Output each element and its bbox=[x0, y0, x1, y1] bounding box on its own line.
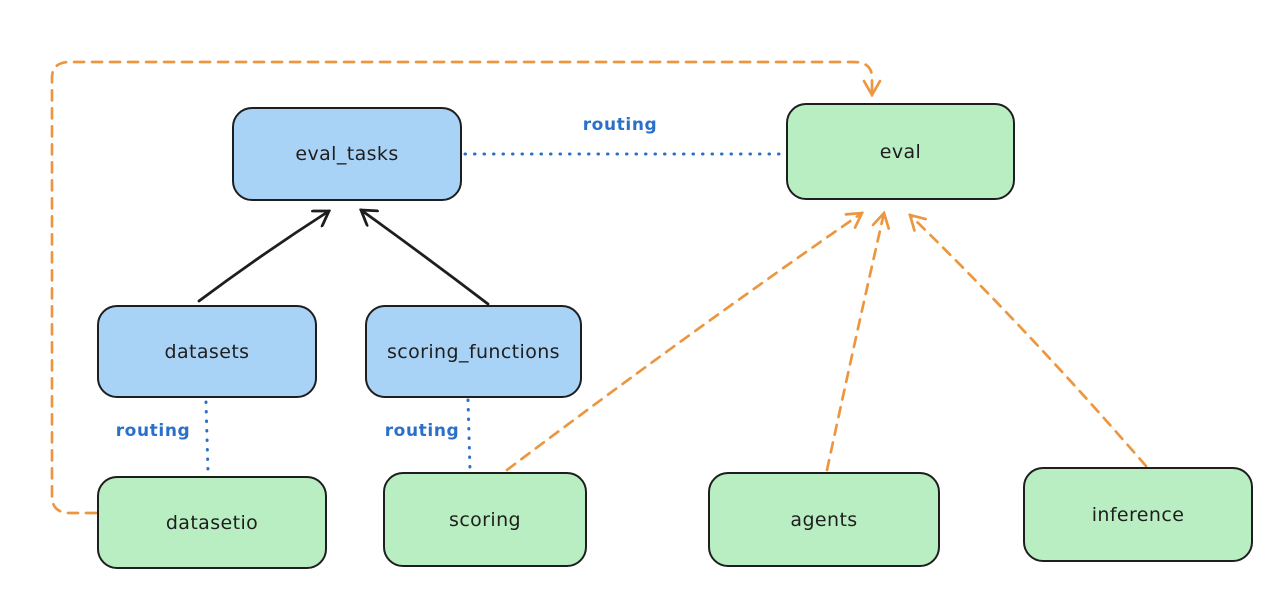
node-eval-label: eval bbox=[879, 140, 922, 163]
edge-datasetio-to-eval bbox=[50, 60, 872, 515]
edge-datasets-to-eval-tasks bbox=[197, 211, 329, 303]
node-inference-label: inference bbox=[1091, 503, 1185, 526]
node-datasetio: datasetio bbox=[97, 476, 327, 569]
node-eval: eval bbox=[786, 103, 1015, 200]
routing-label-datasets-datasetio: routing bbox=[115, 421, 191, 441]
node-scoring-label: scoring bbox=[449, 508, 521, 531]
node-scoring: scoring bbox=[383, 472, 587, 567]
node-eval-tasks: eval_tasks bbox=[232, 107, 462, 201]
edge-scoring-functions-to-scoring-routing bbox=[466, 398, 472, 472]
node-eval-tasks-label: eval_tasks bbox=[295, 143, 399, 165]
node-scoring-functions-label: scoring_functions bbox=[387, 340, 560, 363]
node-inference: inference bbox=[1023, 467, 1253, 562]
node-datasets-label: datasets bbox=[164, 340, 250, 363]
edge-agents-to-eval bbox=[825, 213, 884, 472]
edge-scoring-to-eval bbox=[505, 213, 862, 472]
node-datasets: datasets bbox=[97, 305, 317, 398]
routing-label-scoring-functions-scoring: routing bbox=[384, 421, 460, 441]
node-agents: agents bbox=[708, 472, 940, 567]
edge-datasets-to-datasetio-routing bbox=[204, 400, 210, 474]
node-scoring-functions: scoring_functions bbox=[365, 305, 582, 398]
routing-label-eval-tasks-eval: routing bbox=[582, 115, 658, 135]
edge-inference-to-eval bbox=[910, 215, 1148, 468]
node-datasetio-label: datasetio bbox=[165, 511, 259, 534]
edge-scoring-functions-to-eval-tasks bbox=[361, 210, 490, 306]
node-agents-label: agents bbox=[790, 508, 858, 531]
